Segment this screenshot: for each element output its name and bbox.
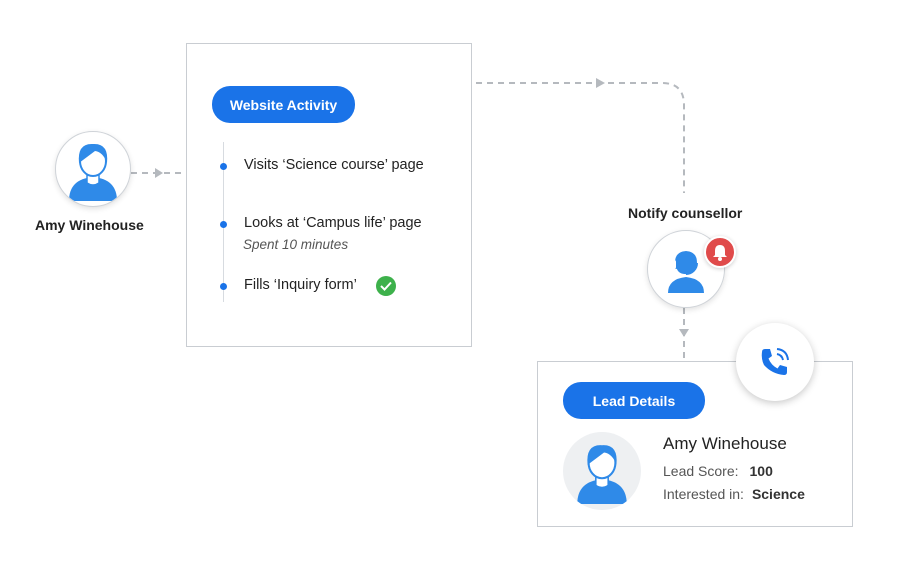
lead-avatar xyxy=(563,432,641,510)
activity-item-sub: Spent 10 minutes xyxy=(243,237,349,252)
phone-call-icon xyxy=(761,348,789,375)
timeline-dot xyxy=(220,163,227,170)
activity-item: Visits ‘Science course’ page xyxy=(244,157,424,173)
timeline-dot xyxy=(220,283,227,290)
website-activity-title: Website Activity xyxy=(212,86,355,123)
arrow-notify xyxy=(679,329,689,337)
website-activity-panel: Website Activity Visits ‘Science course’… xyxy=(186,43,472,347)
notify-counsellor-label: Notify counsellor xyxy=(628,205,743,221)
lead-name: Amy Winehouse xyxy=(663,434,787,453)
lead-details-title: Lead Details xyxy=(563,382,705,419)
lead-interest-value: Science xyxy=(751,486,805,502)
arrow-activity xyxy=(596,78,605,88)
lead-interest-row: Interested in: Science xyxy=(663,486,805,502)
activity-item: Fills ‘Inquiry form’ xyxy=(244,277,357,293)
connector-activity-to-notify xyxy=(476,82,685,193)
person-avatar xyxy=(55,131,131,207)
timeline-dot xyxy=(220,221,227,228)
arrow-person xyxy=(155,168,163,178)
lead-interest-label: Interested in: xyxy=(663,486,744,502)
activity-item: Looks at ‘Campus life’ page xyxy=(244,215,422,231)
lead-score-label: Lead Score: xyxy=(663,463,739,479)
person-name: Amy Winehouse xyxy=(35,217,144,233)
counsellor-headset-icon xyxy=(668,248,704,293)
lead-score-row: Lead Score: 100 xyxy=(663,463,773,479)
bell-icon xyxy=(704,236,736,268)
call-button[interactable] xyxy=(736,323,814,401)
lead-score-value: 100 xyxy=(749,463,773,479)
user-avatar-icon xyxy=(577,445,627,504)
user-avatar-icon xyxy=(69,143,117,201)
check-icon xyxy=(376,276,396,296)
